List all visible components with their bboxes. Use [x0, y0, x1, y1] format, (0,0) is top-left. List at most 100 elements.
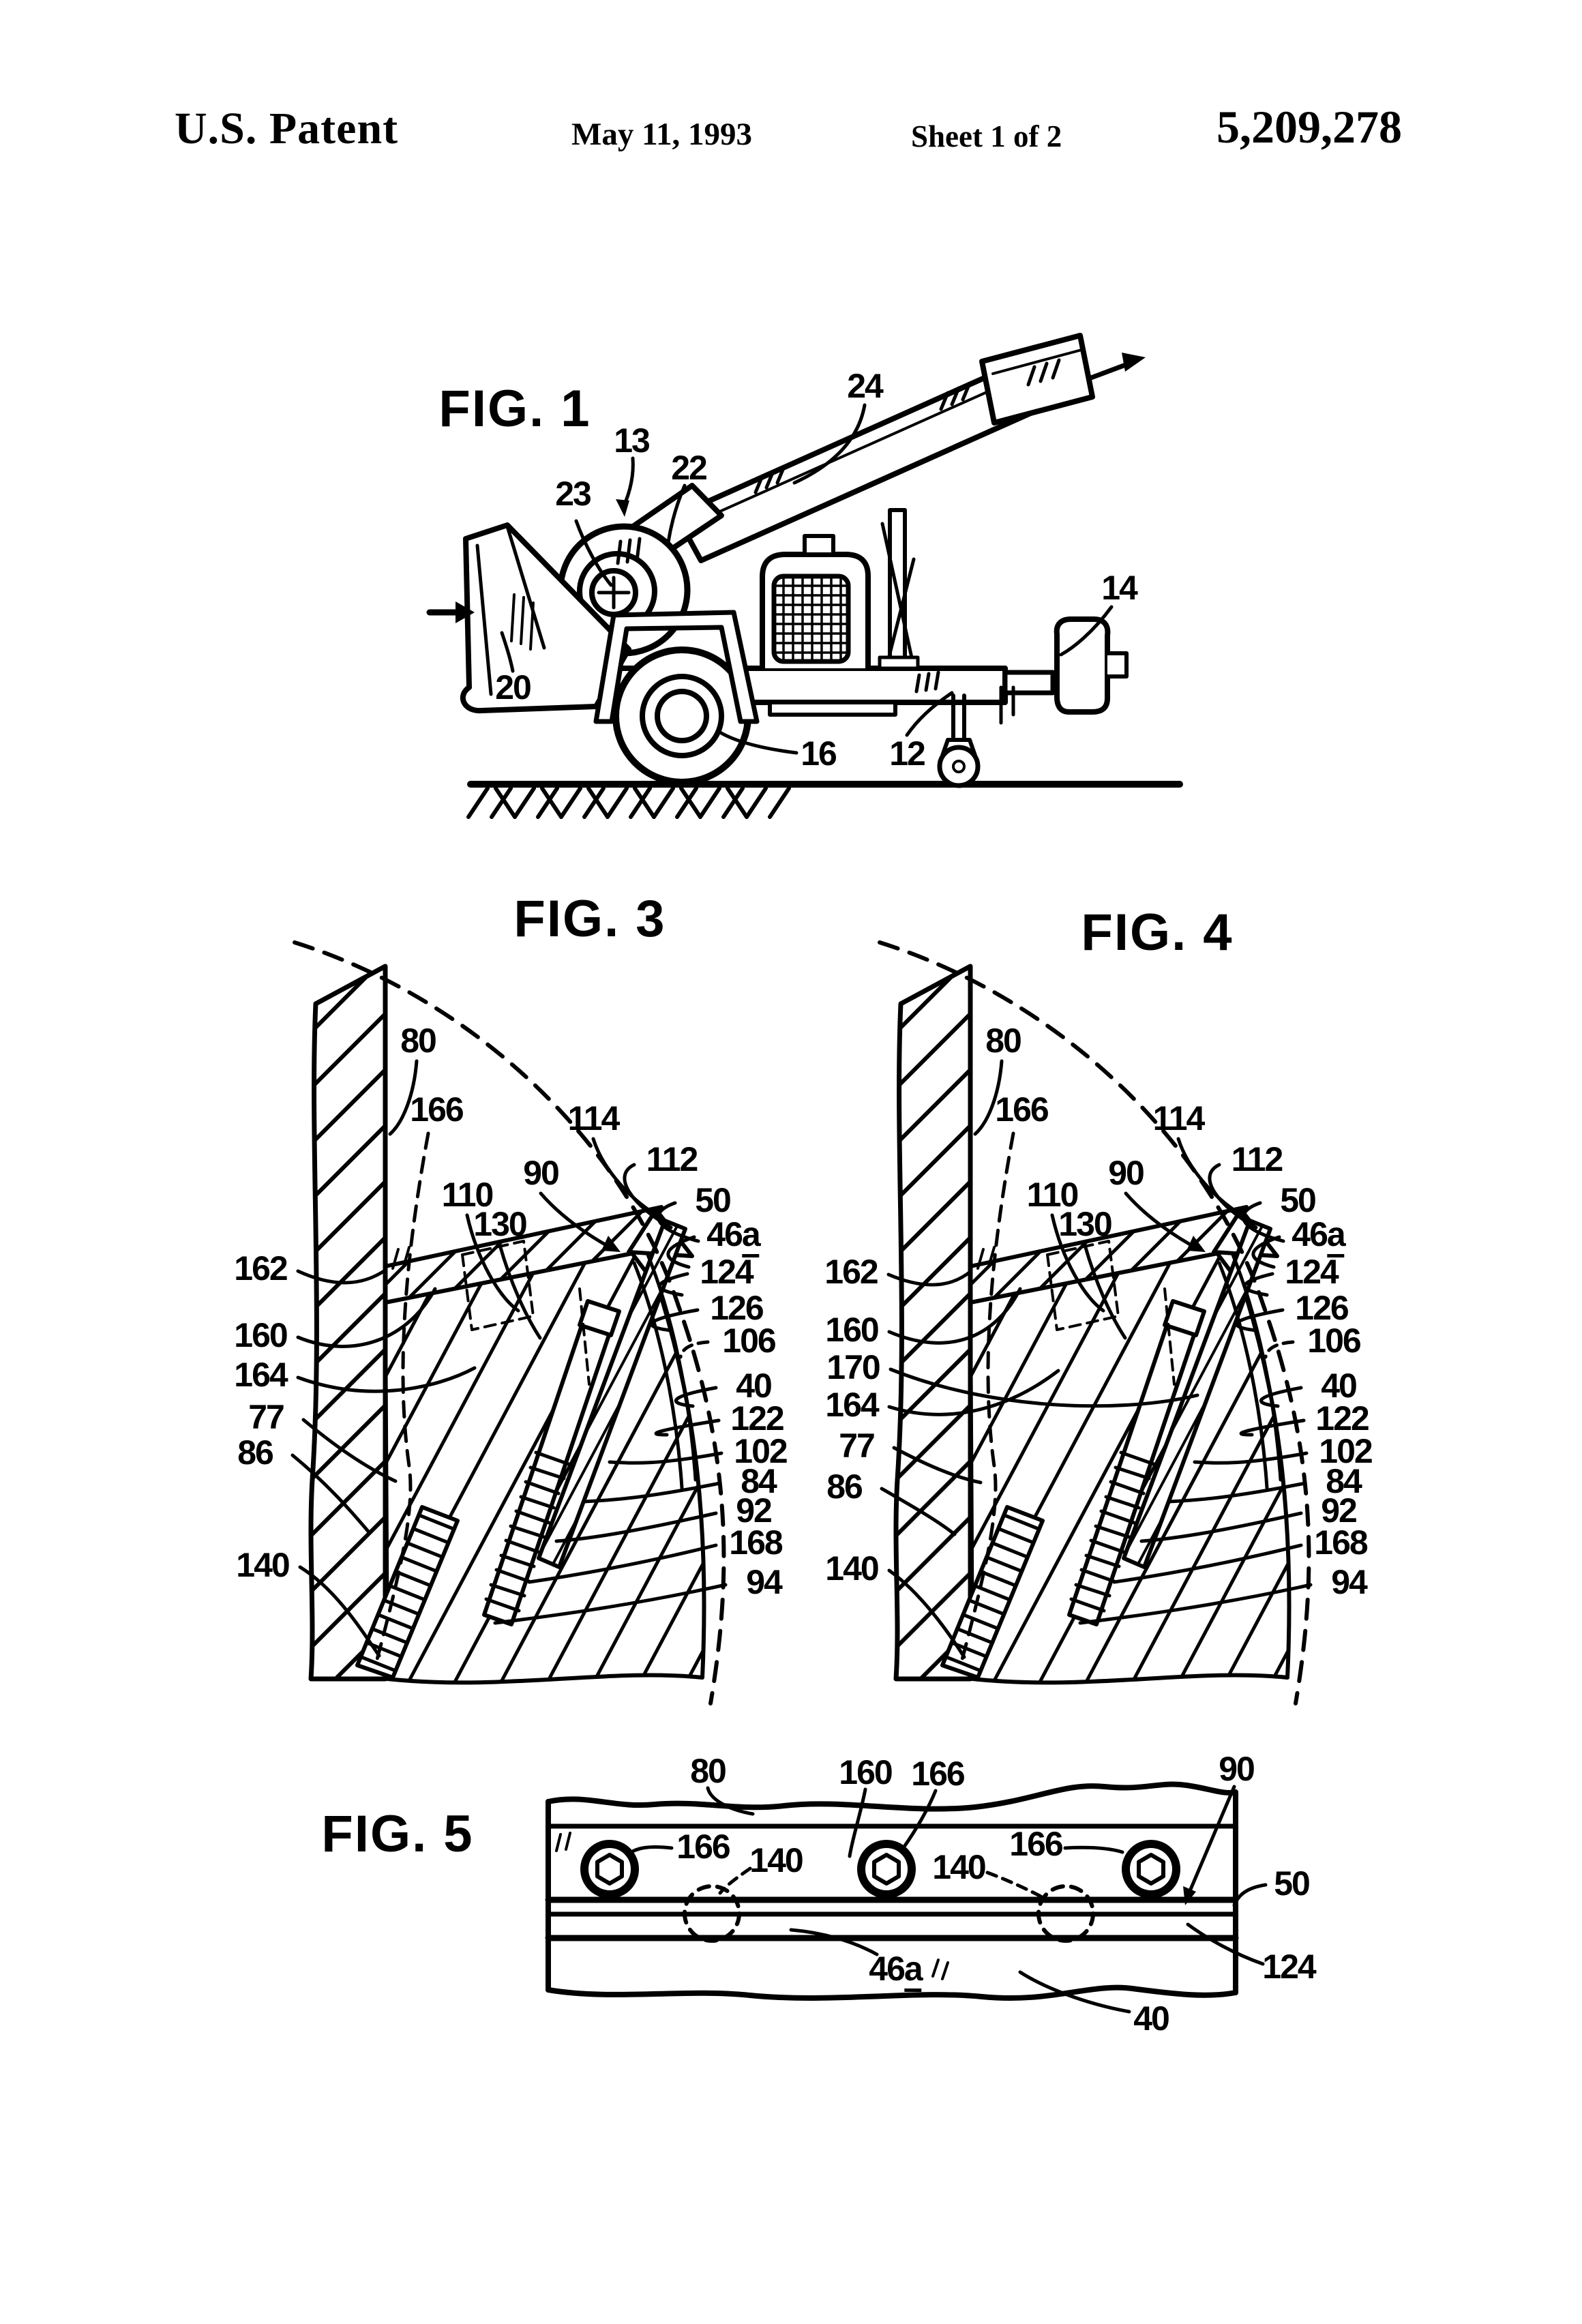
fig5-ref-166-left: 166: [676, 1828, 730, 1866]
fig4-ref-92: 92: [1321, 1491, 1358, 1530]
fig1-ref-12: 12: [889, 734, 926, 773]
fig1-ref-16: 16: [801, 734, 837, 773]
fig5-ref-46a-letter: a: [904, 1950, 923, 1992]
fig5-title: FIG. 5: [321, 1805, 474, 1863]
fig3-ref-86: 86: [237, 1433, 274, 1472]
fig1-jockey-caster: [937, 694, 981, 788]
patent-office-label: U.S. Patent: [175, 104, 399, 153]
sheet-indicator: Sheet 1 of 2: [911, 119, 1062, 153]
fig1-ground: [466, 781, 1183, 819]
fig1-hitch-coupler: [1054, 616, 1129, 715]
fig5-ref-40: 40: [1133, 1999, 1170, 2038]
fig1-ref-23: 23: [555, 475, 592, 513]
fig4-ref-46a-letter: a: [1326, 1215, 1346, 1257]
fig1-discharge-boom: [674, 333, 1146, 563]
fig3-ref-164: 164: [234, 1356, 288, 1394]
fig3-ref-162: 162: [234, 1249, 288, 1287]
fig4-ref-124: 124: [1285, 1253, 1339, 1291]
fig3-cross-section: [295, 942, 726, 1703]
fig5-ref-80: 80: [690, 1752, 727, 1790]
fig5-ref-166-right: 166: [1009, 1825, 1063, 1863]
fig4-ref-162: 162: [824, 1253, 878, 1291]
fig4-ref-102: 102: [1319, 1432, 1373, 1470]
fig3-ref-102: 102: [734, 1432, 788, 1470]
patent-number: 5,209,278: [1217, 101, 1402, 153]
fig5-hex-bolt-3: [1122, 1840, 1180, 1898]
fig5-hidden-bolt-1: [683, 1884, 741, 1943]
fig4-ref-106: 106: [1307, 1322, 1361, 1360]
fig3-ref-46a-letter: a: [741, 1215, 761, 1257]
fig3-ref-160: 160: [234, 1316, 288, 1354]
fig5-ref-50: 50: [1274, 1864, 1311, 1903]
fig1-fender: [593, 610, 760, 724]
fig4-ref-170: 170: [826, 1348, 880, 1386]
fig1-ref-22: 22: [671, 449, 708, 487]
fig4-title: FIG. 4: [1081, 904, 1234, 962]
fig4-ref-77: 77: [839, 1427, 876, 1465]
fig3-ref-126: 126: [710, 1289, 764, 1327]
fig1-ref-20: 20: [495, 668, 532, 706]
fig1-ref-13: 13: [614, 421, 651, 460]
patent-date: May 11, 1993: [571, 117, 753, 152]
fig5-ref-140-left: 140: [749, 1841, 803, 1879]
fig3-ref-90: 90: [523, 1154, 560, 1192]
fig1-ref-24: 24: [847, 367, 884, 405]
fig3-ref-106: 106: [722, 1322, 776, 1360]
fig3-ref-40: 40: [736, 1367, 773, 1405]
fig4-ref-122: 122: [1315, 1399, 1369, 1437]
fig4-ref-164: 164: [825, 1386, 879, 1424]
fig5-ref-140-right: 140: [932, 1848, 986, 1886]
fig1-leaders: [500, 403, 1114, 755]
fig3-ref-124: 124: [700, 1253, 753, 1291]
fig4-ref-80: 80: [985, 1022, 1022, 1060]
fig5-ref-166-top: 166: [911, 1755, 965, 1793]
fig4-ref-114: 114: [1152, 1099, 1206, 1137]
fig5-ref-46a-number: 46: [869, 1950, 906, 1988]
fig3-left-leaders: [290, 1268, 477, 1658]
fig3-title: FIG. 3: [513, 890, 666, 948]
fig4-cross-section: [880, 942, 1311, 1703]
fig5-ref-160: 160: [839, 1753, 893, 1791]
fig5-hidden-bolt-2: [1036, 1884, 1095, 1943]
fig4-ref-90: 90: [1108, 1154, 1145, 1192]
fig4-ref-126: 126: [1295, 1289, 1349, 1327]
fig4-ref-46a-number: 46: [1292, 1215, 1328, 1253]
fig3-ref-140: 140: [236, 1546, 290, 1584]
fig3-ref-77: 77: [248, 1398, 285, 1436]
fig5-ref-46a: 46a: [869, 1950, 923, 1992]
fig1-wheel: [612, 646, 751, 786]
fig5-ref-124: 124: [1262, 1948, 1316, 1986]
fig3-ref-114: 114: [567, 1099, 621, 1137]
fig4-ref-168: 168: [1314, 1523, 1368, 1562]
fig3-ref-122: 122: [730, 1399, 784, 1437]
fig1-boom-mast: [878, 508, 920, 670]
fig5-leaders: [625, 1785, 1268, 2014]
fig4-ref-84: 84: [1326, 1462, 1362, 1500]
fig4-ref-130: 130: [1058, 1205, 1112, 1243]
fig3-ref-46a-number: 46: [706, 1215, 743, 1253]
fig5-drawing: [545, 1781, 1268, 2014]
fig3-ref-92: 92: [736, 1491, 773, 1530]
fig5-hex-bolt-1: [580, 1840, 639, 1898]
fig3-ref-46a: 46a: [706, 1215, 761, 1257]
fig4-ref-160: 160: [825, 1311, 879, 1349]
fig4-ref-166: 166: [995, 1090, 1049, 1129]
fig4-ref-50: 50: [1280, 1181, 1317, 1219]
fig1-ref-14: 14: [1101, 569, 1138, 607]
fig4-ref-140: 140: [825, 1549, 879, 1588]
fig3-ref-110: 110: [441, 1176, 494, 1214]
fig1-drawing: [426, 333, 1183, 819]
fig5-ref-90: 90: [1219, 1750, 1255, 1788]
fig1-engine: [760, 534, 871, 671]
fig1-title: FIG. 1: [438, 380, 591, 438]
fig3-ref-166: 166: [410, 1090, 464, 1129]
fig4-left-leaders: [880, 1269, 1199, 1659]
fig3-ref-168: 168: [729, 1523, 783, 1562]
fig4-ref-46a: 46a: [1292, 1215, 1346, 1257]
fig4-ref-110: 110: [1026, 1176, 1079, 1214]
fig5-hex-bolt-2: [857, 1840, 916, 1898]
fig4-ref-112: 112: [1231, 1140, 1284, 1178]
fig3-ref-50: 50: [695, 1181, 732, 1219]
